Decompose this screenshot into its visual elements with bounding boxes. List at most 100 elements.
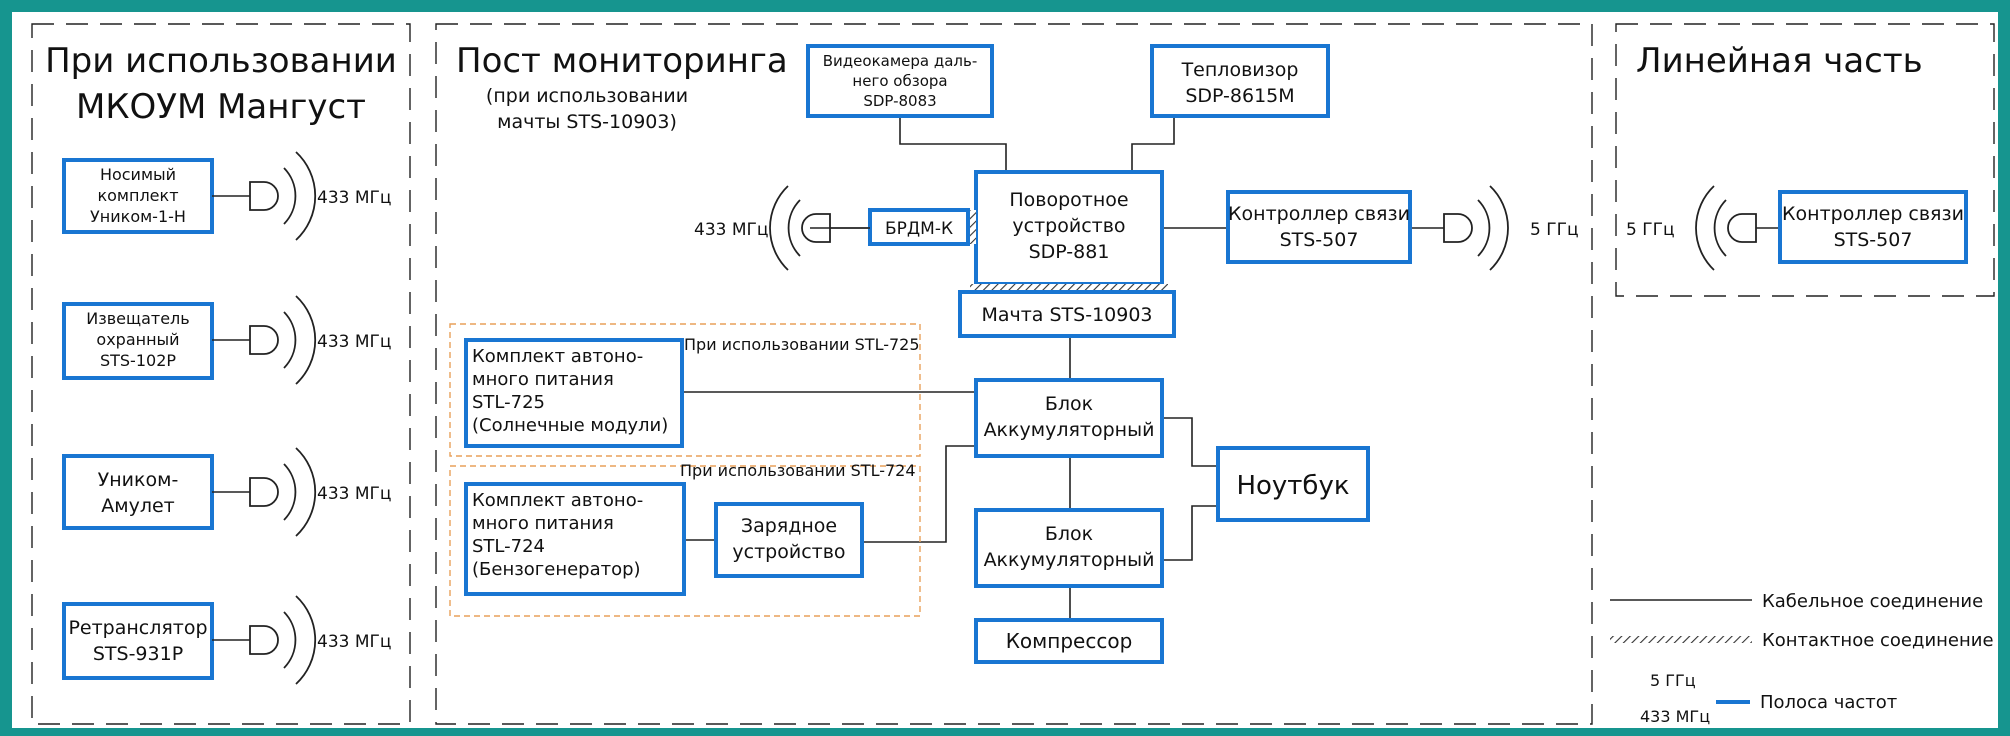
- charger-box: [714, 502, 864, 578]
- battery-1-line-2: Аккумуляторный: [984, 419, 1155, 441]
- compressor-label: Компрессор: [1006, 629, 1133, 653]
- right-section-title: Линейная часть: [1636, 41, 1923, 81]
- charger-line-2: устройство: [732, 541, 845, 563]
- generator-kit-box: [464, 482, 686, 596]
- antenna-icon: [1443, 213, 1473, 243]
- rotator-line-2: устройство: [1012, 215, 1125, 237]
- left-device-4-freq: 433 МГц: [317, 632, 391, 652]
- left-device-1-line-3: Уником-1-Н: [90, 207, 186, 226]
- left-section-title-line-1: При использовании: [45, 41, 397, 81]
- left-device-3-freq: 433 МГц: [317, 484, 391, 504]
- solar-kit-line-2: много питания: [472, 369, 614, 390]
- charger-line-1: Зарядное: [741, 515, 837, 537]
- camera-line-3: SDP-8083: [863, 92, 936, 110]
- battery-2-box: [974, 508, 1164, 588]
- antenna-icon: [249, 325, 279, 355]
- left-device-2-line-2: охранный: [96, 330, 179, 349]
- center-section-frame: [435, 23, 1593, 725]
- legend-contact-swatch: [1610, 636, 1752, 643]
- left-device-2-line-1: Извещатель: [86, 309, 189, 328]
- solar-option-group: [449, 323, 921, 457]
- compressor-box: [974, 618, 1164, 664]
- center-controller-box: [1226, 190, 1412, 264]
- thermal-imager-line-2: SDP-8615M: [1185, 85, 1294, 107]
- center-controller-freq: 5 ГГц: [1530, 220, 1579, 240]
- contact-joint-brdm: [968, 210, 976, 244]
- left-section-frame: [31, 23, 411, 725]
- right-freq: 5 ГГц: [1626, 220, 1675, 240]
- left-device-4-line-2: STS-931P: [93, 643, 183, 665]
- legend-contact-label: Контактное соединение: [1762, 630, 1994, 651]
- center-controller-line-2: STS-507: [1280, 229, 1359, 251]
- radio-wave-icon: [283, 611, 297, 669]
- left-device-3-line-2: Амулет: [101, 495, 174, 517]
- left-device-1-freq: 433 МГц: [317, 188, 391, 208]
- battery-2-line-2: Аккумуляторный: [984, 549, 1155, 571]
- rotator-line-1: Поворотное: [1009, 189, 1128, 211]
- radio-wave-icon: [295, 447, 317, 537]
- left-device-4-box: [62, 602, 214, 680]
- left-device-1-line-2: комплект: [97, 186, 178, 205]
- left-device-3-box: [62, 454, 214, 530]
- left-device-1: Носимый комплект Уником-1-Н 433 МГц: [62, 151, 391, 241]
- left-device-2-box: [62, 302, 214, 380]
- solar-kit-box: [464, 338, 684, 448]
- left-device-4-line-1: Ретранслятор: [68, 617, 207, 639]
- generator-kit-line-2: много питания: [472, 513, 614, 534]
- brdm-freq: 433 МГц: [694, 220, 768, 240]
- antenna-icon: [1727, 213, 1757, 243]
- notebook-label: Ноутбук: [1236, 471, 1349, 501]
- brdm-label: БРДМ-К: [885, 219, 953, 239]
- left-device-3-line-1: Уником-: [98, 469, 179, 491]
- antenna-icon: [249, 477, 279, 507]
- notebook-box: [1216, 446, 1370, 522]
- generator-kit-line-1: Комплект автоно-: [472, 490, 643, 511]
- right-controller-line-2: STS-507: [1834, 229, 1913, 251]
- center-section-subtitle-line-2: мачты STS-10903): [497, 111, 677, 133]
- thermal-imager-box: [1150, 44, 1330, 118]
- left-device-2-freq: 433 МГц: [317, 332, 391, 352]
- right-controller-box: [1778, 190, 1968, 264]
- antenna-icon: [249, 625, 279, 655]
- mast-label: Мачта STS-10903: [981, 304, 1152, 326]
- rotator-line-3: SDP-881: [1029, 241, 1110, 263]
- left-device-3: Уником- Амулет 433 МГц: [62, 447, 391, 537]
- radio-wave-icon: [283, 167, 297, 225]
- radio-wave-icon: [283, 311, 297, 369]
- legend-band-bottom: 433 МГц: [1640, 707, 1710, 726]
- battery-2-line-1: Блок: [1045, 523, 1093, 545]
- left-device-1-line-1: Носимый: [100, 165, 176, 184]
- solar-option-note: При использовании STL-725: [684, 335, 920, 354]
- radio-wave-icon: [1477, 199, 1491, 257]
- battery-1-box: [974, 378, 1164, 458]
- center-controller-line-1: Контроллер связи: [1228, 203, 1410, 225]
- legend-cable-label: Кабельное соединение: [1762, 591, 1983, 612]
- left-device-1-box: [62, 158, 214, 234]
- radio-wave-icon: [295, 295, 317, 385]
- antenna-icon: [249, 181, 279, 211]
- thermal-imager-line-1: Тепловизор: [1181, 59, 1299, 81]
- mast-box: [958, 290, 1176, 338]
- camera-box: [806, 44, 994, 118]
- radio-wave-icon: [1713, 199, 1727, 257]
- battery-1-line-1: Блок: [1045, 393, 1093, 415]
- legend-band-top: 5 ГГц: [1650, 671, 1696, 690]
- radio-wave-icon: [295, 151, 317, 241]
- generator-option-group: [449, 465, 921, 617]
- radio-wave-icon: [295, 595, 317, 685]
- left-section-title-line-2: МКОУМ Мангуст: [76, 87, 366, 127]
- radio-wave-icon: [283, 463, 297, 521]
- solar-kit-line-4: (Солнечные модули): [472, 415, 668, 436]
- radio-wave-icon: [1489, 185, 1509, 271]
- center-section-subtitle-line-1: (при использовании: [486, 85, 688, 107]
- generator-kit-line-3: STL-724: [472, 536, 545, 557]
- left-device-4: Ретранслятор STS-931P 433 МГц: [62, 595, 391, 685]
- center-section-title: Пост мониторинга: [456, 41, 788, 81]
- solar-kit-line-1: Комплект автоно-: [472, 346, 643, 367]
- solar-kit-line-3: STL-725: [472, 392, 545, 413]
- radio-wave-icon: [787, 199, 801, 257]
- radio-wave-icon: [769, 185, 789, 271]
- contact-joint-mast: [970, 284, 1168, 292]
